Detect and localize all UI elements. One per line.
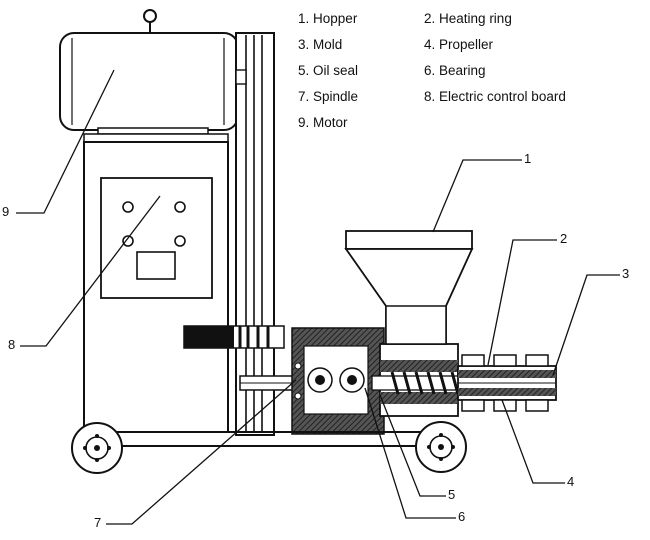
callout-3: 3: [622, 266, 630, 281]
legend-item-heating-ring: 2. Heating ring: [424, 11, 512, 26]
leader-lines: [16, 69, 620, 525]
legend-item-hopper: 1. Hopper: [298, 11, 358, 26]
legend-item-mold: 3. Mold: [298, 37, 343, 52]
wheel-right: [415, 421, 467, 473]
mold-barrel: [457, 354, 557, 412]
legend-item-spindle: 7. Spindle: [298, 89, 359, 104]
hopper: [344, 230, 474, 345]
callout-6: 6: [458, 509, 466, 524]
legend-item-propeller: 4. Propeller: [424, 37, 494, 52]
callout-4: 4: [567, 474, 575, 489]
legend-item-bearing: 6. Bearing: [424, 63, 486, 78]
wheel-left: [71, 422, 123, 474]
callout-2: 2: [560, 231, 568, 246]
lifting-ring: [143, 9, 157, 33]
bearing-housing: [291, 327, 385, 435]
control-board: [100, 177, 213, 299]
callout-8: 8: [8, 337, 16, 352]
base-rail: [84, 431, 460, 447]
barrel: [371, 343, 483, 417]
callout-5: 5: [448, 487, 456, 502]
belt-guard: [235, 32, 275, 436]
callout-9: 9: [2, 204, 10, 219]
callout-7: 7: [94, 515, 102, 530]
pulley-block: [183, 325, 285, 349]
legend-item-oil-seal: 5. Oil seal: [298, 63, 359, 78]
legend-item-electric-control-board: 8. Electric control board: [424, 89, 566, 104]
callout-1: 1: [524, 151, 532, 166]
legend-item-motor: 9. Motor: [298, 115, 348, 130]
